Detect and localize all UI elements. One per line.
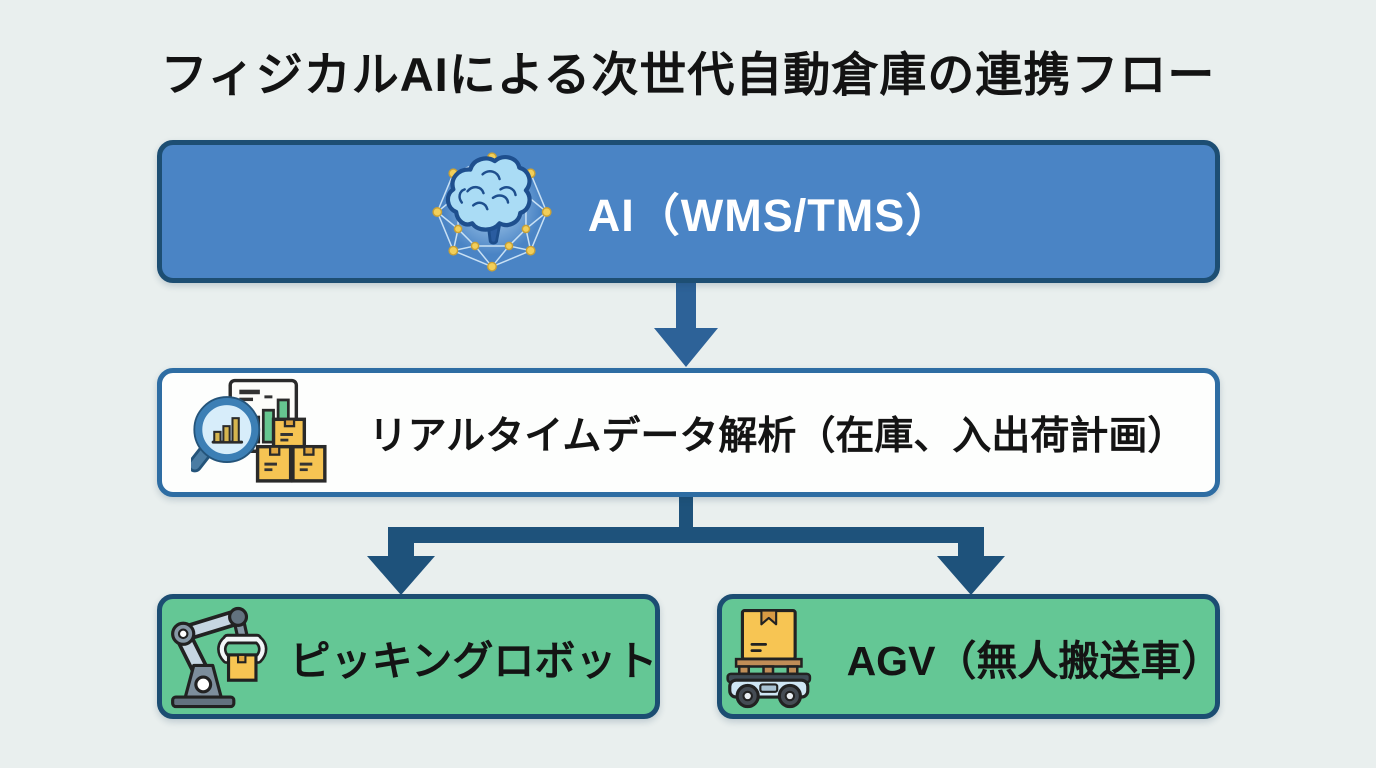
flow-node-analysis-label: リアルタイムデータ解析（在庫、入出荷計画）	[368, 414, 1187, 458]
page-title: フィジカルAIによる次世代自動倉庫の連携フロー	[160, 48, 1216, 101]
flow-node-ai: AI（WMS/TMS）	[157, 140, 1220, 283]
connector-analysis-split	[367, 493, 1005, 595]
flow-node-picking: ピッキングロボット	[157, 594, 660, 719]
agv-cart-icon	[715, 604, 831, 710]
flow-node-agv-label: AGV（無人搬送車）	[846, 637, 1223, 684]
arrowhead-to-agv	[937, 556, 1005, 595]
brain-network-icon	[426, 146, 558, 278]
flow-node-ai-label: AI（WMS/TMS）	[587, 190, 952, 241]
arrow-ai-to-analysis	[654, 281, 718, 367]
flow-node-analysis: リアルタイムデータ解析（在庫、入出荷計画）	[157, 368, 1220, 497]
flow-node-agv: AGV（無人搬送車）	[715, 594, 1223, 719]
arrowhead-to-picking	[367, 556, 435, 595]
robot-arm-icon	[160, 604, 276, 710]
flow-node-picking-label: ピッキングロボット	[289, 637, 658, 684]
magnifier-chart-boxes-icon	[190, 376, 331, 490]
